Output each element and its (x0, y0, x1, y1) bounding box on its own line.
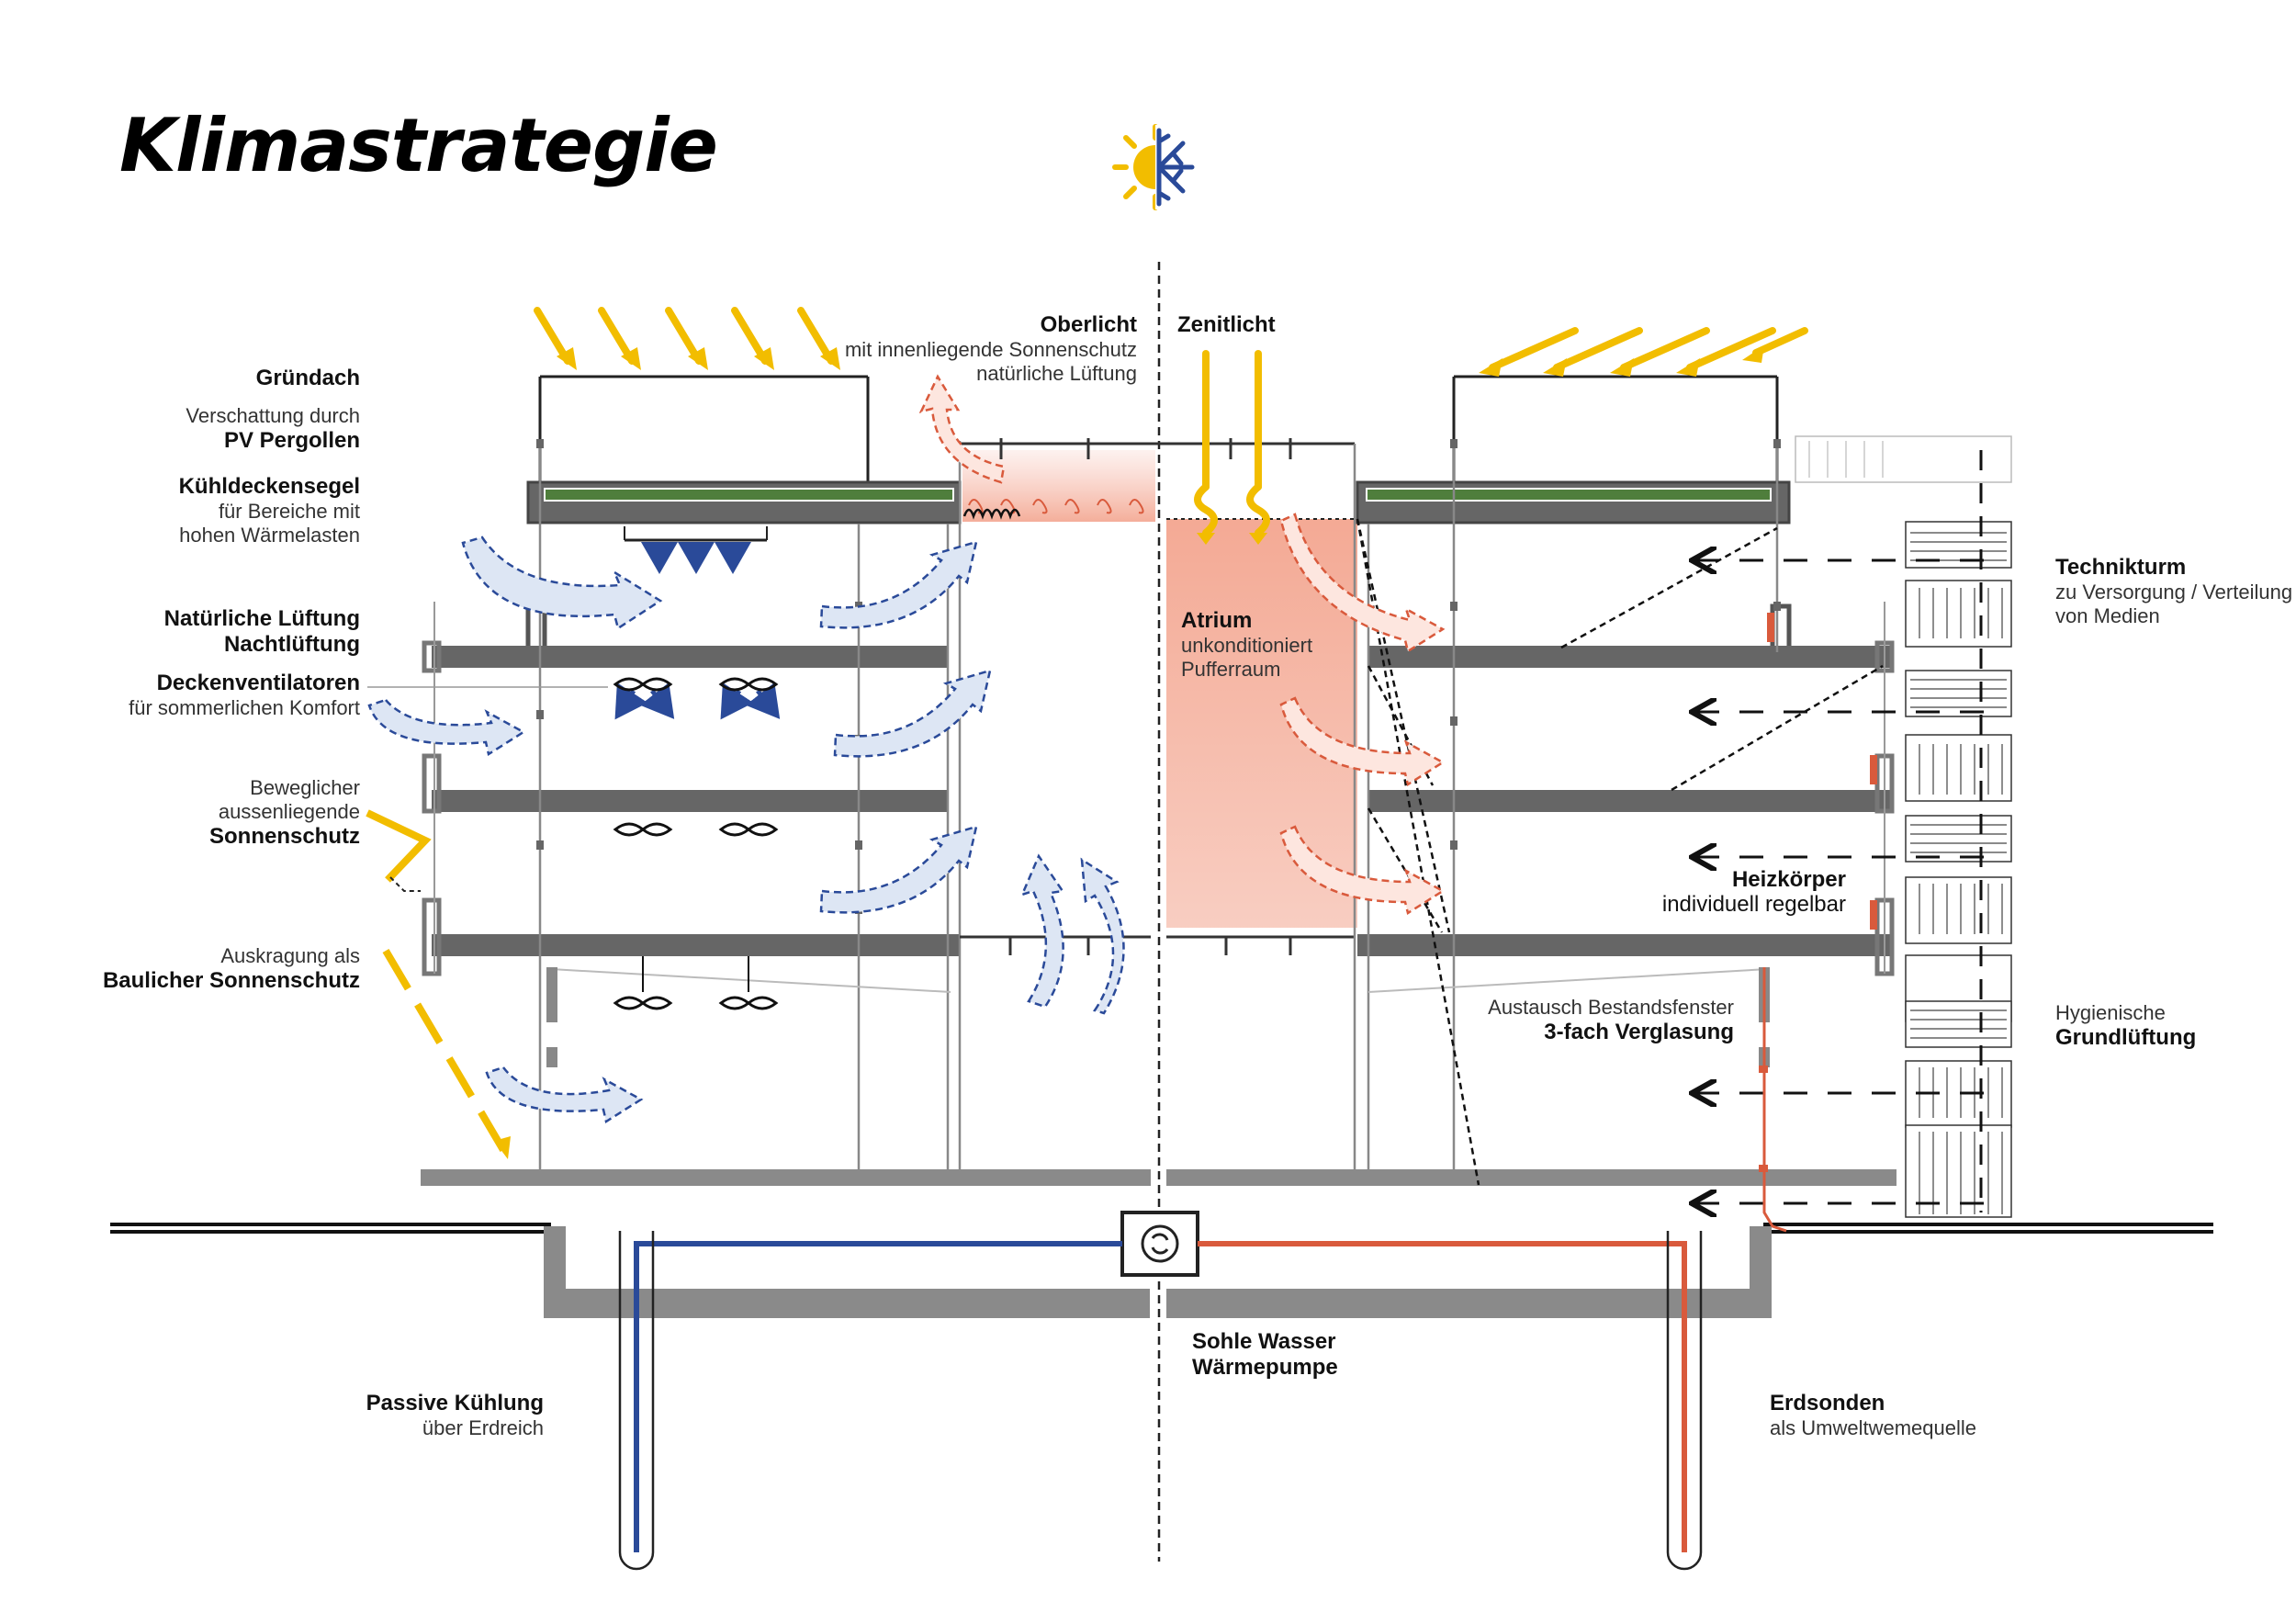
label-sonnenschutz-title: Sonnenschutz (208, 824, 360, 849)
heat-pump-box (1120, 1211, 1199, 1277)
label-sonnenschutz-line1: Beweglicher (250, 776, 360, 799)
label-kuehldecke: Kühldeckensegel für Bereiche mit hohen W… (179, 474, 360, 547)
label-lueftung: Natürliche Lüftung Nachtlüftung (164, 606, 360, 658)
label-bestandsfenster-title: 3-fach Verglasung (1544, 1020, 1734, 1044)
ventilation-arrows (1694, 560, 1984, 1203)
label-sonnenschutz: Beweglicher aussenliegende Sonnenschutz (209, 776, 360, 850)
label-auskragung: Auskragung als Baulicher Sonnenschutz (103, 944, 360, 994)
label-pv: Verschattung durch PV Pergollen (186, 404, 360, 454)
label-technikturm-title: Technikturm (2055, 555, 2187, 580)
label-pv-text: Verschattung durch (186, 404, 360, 427)
label-waermepumpe-title1: Sohle Wasser (1192, 1329, 1336, 1354)
label-erdsonden-title: Erdsonden (1770, 1391, 1885, 1415)
left-floor-0 (432, 934, 960, 956)
geothermal-probe (1666, 1231, 1703, 1571)
sun-snowflake-icon (1112, 124, 1198, 210)
label-deckenventilatoren-title: Deckenventilatoren (156, 671, 360, 695)
label-atrium-line2: Pufferraum (1181, 658, 1281, 681)
passive-cooling-pipe (634, 1241, 1122, 1552)
label-deckenventilatoren-text: für sommerlichen Komfort (129, 696, 360, 719)
label-lueftung-title2: Nachtlüftung (224, 632, 360, 657)
right-building (1166, 375, 1896, 1318)
label-atrium-title: Atrium (1181, 608, 1253, 633)
passive-probe (618, 1231, 655, 1571)
label-heizkoerper-title: Heizkörper (1731, 867, 1846, 892)
label-passive: Passive Kühlung über Erdreich (366, 1391, 544, 1440)
label-kuehldecke-title: Kühldeckensegel (178, 474, 360, 499)
label-grundlueftung-text: Hygienische (2055, 1001, 2166, 1024)
label-sonnenschutz-line2: aussenliegende (218, 800, 360, 823)
label-kuehldecke-line1: für Bereiche mit (218, 500, 360, 523)
ground-line (110, 1223, 2213, 1234)
left-movable-sunshade (366, 809, 432, 883)
left-pv-pergola (538, 375, 870, 482)
left-floor-2 (432, 646, 948, 668)
sun-ray-heads (557, 345, 1764, 545)
label-heizkoerper-text: individuell regelbar (1661, 892, 1846, 917)
label-oberlicht-line1: mit innenliegende Sonnenschutz (844, 338, 1137, 361)
label-bestandsfenster-text: Austausch Bestandsfenster (1488, 996, 1734, 1019)
cool-air-arrows (367, 536, 1125, 1123)
label-grundlueftung-title: Grundlüftung (2055, 1025, 2197, 1050)
left-building (366, 375, 1151, 1318)
label-pv-title: PV Pergollen (223, 428, 360, 453)
radiators (1767, 613, 1877, 930)
right-green-roof (1366, 488, 1772, 502)
label-oberlicht-line2: natürliche Lüftung (976, 362, 1137, 385)
oberlicht-zone (962, 450, 1155, 522)
left-ground-slab (421, 1169, 1151, 1186)
label-technikturm-line1: zu Versorgung / Verteilung (2055, 581, 2293, 603)
label-grundlueftung: Hygienische Grundlüftung (2055, 1001, 2196, 1051)
label-waermepumpe-title2: Wärmepumpe (1192, 1355, 1338, 1380)
right-pv-pergola (1452, 375, 1779, 482)
label-zenitlicht: Zenitlicht (1177, 312, 1276, 338)
label-auskragung-text: Auskragung als (220, 944, 360, 967)
label-atrium: Atrium unkonditioniert Pufferraum (1181, 608, 1312, 682)
low-sun-ray (382, 948, 507, 1153)
technik-tower-hatch (1808, 441, 2007, 1214)
label-auskragung-title: Baulicher Sonnenschutz (102, 968, 360, 993)
label-deckenventilatoren: Deckenventilatoren für sommerlichen Komf… (129, 671, 360, 720)
convection-swirls (968, 499, 1144, 514)
ceiling-cooling-arrows (614, 542, 781, 720)
label-bestandsfenster: Austausch Bestandsfenster 3-fach Verglas… (1488, 996, 1734, 1045)
label-gruendach-title: Gründach (255, 366, 360, 390)
ceiling-fans (613, 677, 779, 1010)
label-lueftung-title1: Natürliche Lüftung (163, 606, 360, 631)
label-technikturm-line2: von Medien (2055, 604, 2160, 627)
left-green-roof (544, 488, 954, 502)
sun-rays (534, 307, 1808, 491)
label-kuehldecke-line2: hohen Wärmelasten (179, 524, 360, 547)
warm-air-arrows (918, 374, 1446, 915)
label-oberlicht-title: Oberlicht (1040, 312, 1137, 337)
label-erdsonden-text: als Umweltwemequelle (1770, 1416, 1976, 1439)
label-zenitlicht-title: Zenitlicht (1177, 312, 1276, 337)
label-technikturm: Technikturm zu Versorgung / Verteilung v… (2055, 555, 2292, 628)
label-passive-text: über Erdreich (422, 1416, 544, 1439)
page-title: Klimastrategie (119, 103, 718, 188)
label-oberlicht: Oberlicht mit innenliegende Sonnenschutz… (845, 312, 1137, 386)
label-gruendach: Gründach (256, 366, 360, 391)
label-atrium-line1: unkonditioniert (1181, 634, 1313, 657)
label-erdsonden: Erdsonden als Umweltwemequelle (1770, 1391, 1976, 1440)
label-waermepumpe: Sohle Wasser Wärmepumpe (1192, 1329, 1338, 1381)
heating-coil (962, 508, 1021, 520)
label-passive-title: Passive Kühlung (366, 1391, 544, 1415)
label-heizkoerper: Heizkörper individuell regelbar (1662, 867, 1846, 917)
technik-tower (1795, 435, 2012, 1218)
geothermal-pipe (1198, 1241, 1687, 1552)
left-floor-1 (432, 790, 948, 812)
